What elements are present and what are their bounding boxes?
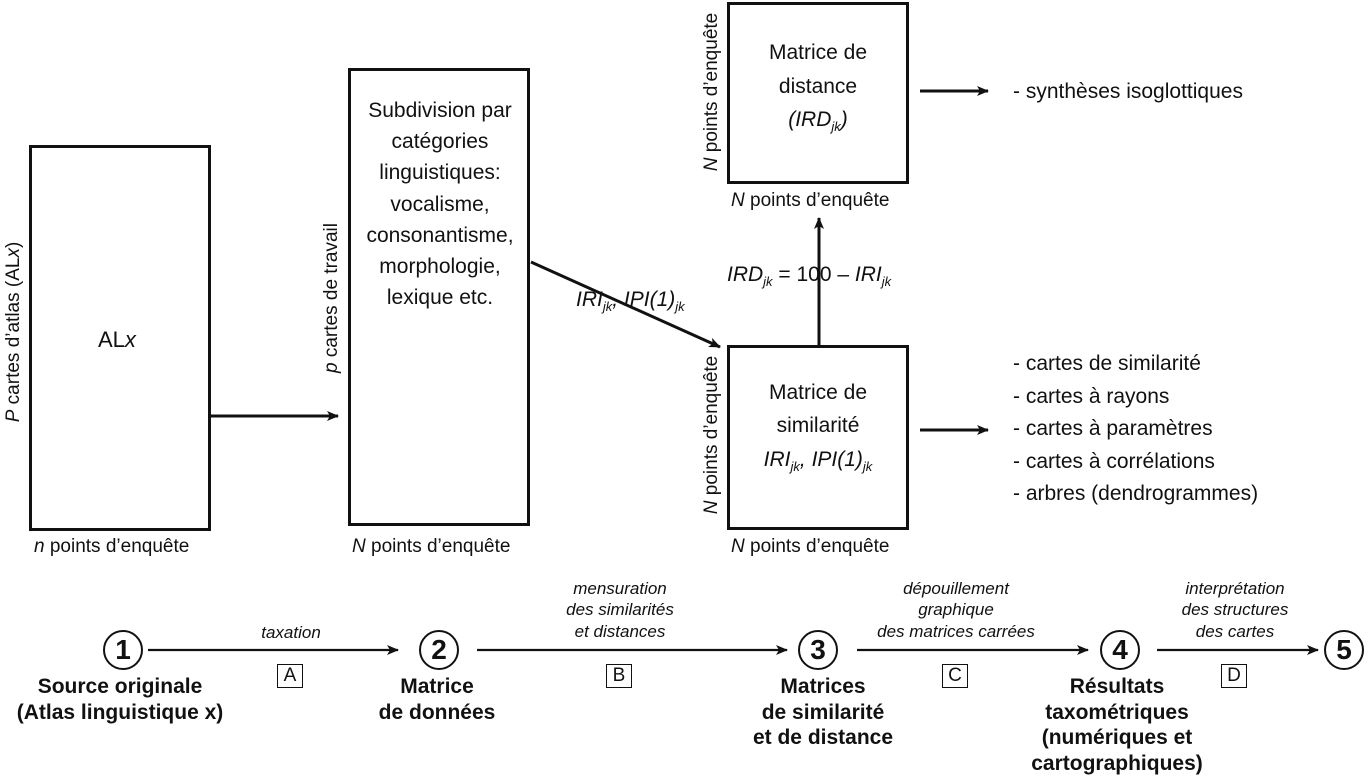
transition-line: et distances	[574, 621, 666, 641]
step-5-circle: 5	[1324, 630, 1364, 670]
output-item: - cartes de similarité	[1013, 352, 1201, 375]
subdivision-line: catégories	[391, 130, 489, 154]
step-label-line: Résultats	[1069, 675, 1165, 698]
subdivision-line: morphologie,	[379, 255, 501, 279]
subdivision-box	[348, 68, 530, 526]
distance-line2: distance	[778, 75, 858, 98]
output-item: - synthèses isoglottiques	[1013, 80, 1243, 103]
similarity-line2: similarité	[776, 414, 860, 437]
ird-formula-label: IRDjk = 100 – IRIjk	[727, 263, 892, 290]
transition-line: mensuration	[573, 579, 667, 598]
step-label-line: taxométriques	[1045, 700, 1189, 724]
step-label-line: Matrice	[400, 675, 474, 698]
transition-b-box: B	[606, 664, 632, 688]
similarity-bottom-label: N points d’enquête	[731, 536, 890, 557]
distance-left-label: N points d’enquête	[701, 12, 722, 172]
subdivision-text: Subdivision par catégories linguistiques…	[351, 95, 529, 313]
subdivision-bottom-label: N points d’enquête	[352, 536, 511, 557]
transition-b-text: mensuration des similarités et distances	[566, 578, 674, 642]
output-item: - cartes à corrélations	[1013, 449, 1215, 473]
similarity-formula: IRIjk, IPI(1)jk	[763, 448, 873, 475]
transition-c-text: dépouillement graphique des matrices car…	[877, 578, 1035, 642]
distance-output-list: - synthèses isoglottiques	[1013, 76, 1243, 109]
subdivision-left-label: p cartes de travail	[321, 223, 342, 373]
subdivision-line: vocalisme,	[390, 192, 490, 216]
transition-line: taxation	[261, 623, 321, 642]
step-3-label: Matrices de similarité et de distance	[753, 674, 893, 751]
transition-a-box: A	[277, 664, 303, 688]
transition-line: des similarités	[566, 600, 674, 620]
output-item: - arbres (dendrogrammes)	[1013, 482, 1259, 505]
alx-box	[29, 145, 211, 531]
distance-bottom-label: N points d’enquête	[731, 190, 890, 211]
step-label-line: (numériques et	[1041, 726, 1193, 750]
transition-line: des cartes	[1195, 621, 1275, 641]
subdivision-line: Subdivision par	[368, 99, 512, 122]
step-1-label: Source originale (Atlas linguistique x)	[17, 674, 224, 725]
transition-line: dépouillement	[903, 579, 1009, 598]
step-label-line: Matrices	[780, 675, 866, 698]
subdivision-line: consonantisme,	[366, 223, 514, 247]
arrow-subdivision-to-similarity	[530, 260, 721, 349]
similarity-left-label: N points d’enquête	[701, 355, 722, 515]
transition-d-text: interprétation des structures des cartes	[1182, 578, 1289, 642]
step-2-label: Matrice de données	[379, 674, 496, 725]
output-item: - cartes à paramètres	[1013, 417, 1213, 440]
step-4-label: Résultats taxométriques (numériques et c…	[1031, 674, 1203, 776]
transition-line: interprétation	[1185, 579, 1285, 598]
output-item: - cartes à rayons	[1013, 384, 1170, 408]
transition-line: des structures	[1181, 600, 1289, 620]
iri-ipi-label: IRIjk, IPI(1)jk	[576, 288, 685, 315]
transition-a-text: taxation	[261, 622, 321, 643]
alx-left-label: P cartes d’atlas (ALx)	[3, 241, 24, 423]
transition-d-box: D	[1221, 664, 1247, 688]
step-4-circle: 4	[1100, 630, 1140, 670]
distance-formula: (IRDjk)	[788, 108, 848, 135]
similarity-box	[727, 345, 909, 530]
step-3-circle: 3	[798, 630, 838, 670]
transition-c-box: C	[942, 664, 968, 688]
subdivision-line: lexique etc.	[386, 286, 494, 310]
distance-box	[727, 2, 909, 184]
similarity-line1: Matrice de	[768, 381, 868, 404]
step-label-line: Source originale	[37, 675, 203, 698]
similarity-output-list: - cartes de similarité - cartes à rayons…	[1013, 348, 1258, 511]
step-label-line: (Atlas linguistique x)	[16, 700, 224, 724]
step-label-line: cartographiques)	[1031, 751, 1203, 775]
step-label-line: de données	[378, 700, 496, 724]
step-label-line: et de distance	[752, 726, 894, 750]
step-2-circle: 2	[419, 630, 459, 670]
alx-bottom-label: n points d’enquête	[34, 536, 190, 557]
alx-label: ALx	[98, 327, 136, 352]
distance-line1: Matrice de	[768, 41, 868, 64]
step-1-circle: 1	[103, 630, 143, 670]
transition-line: des matrices carrées	[877, 621, 1035, 641]
step-label-line: de similarité	[761, 700, 885, 724]
subdivision-line: linguistiques:	[379, 161, 501, 185]
transition-line: graphique	[918, 600, 994, 620]
